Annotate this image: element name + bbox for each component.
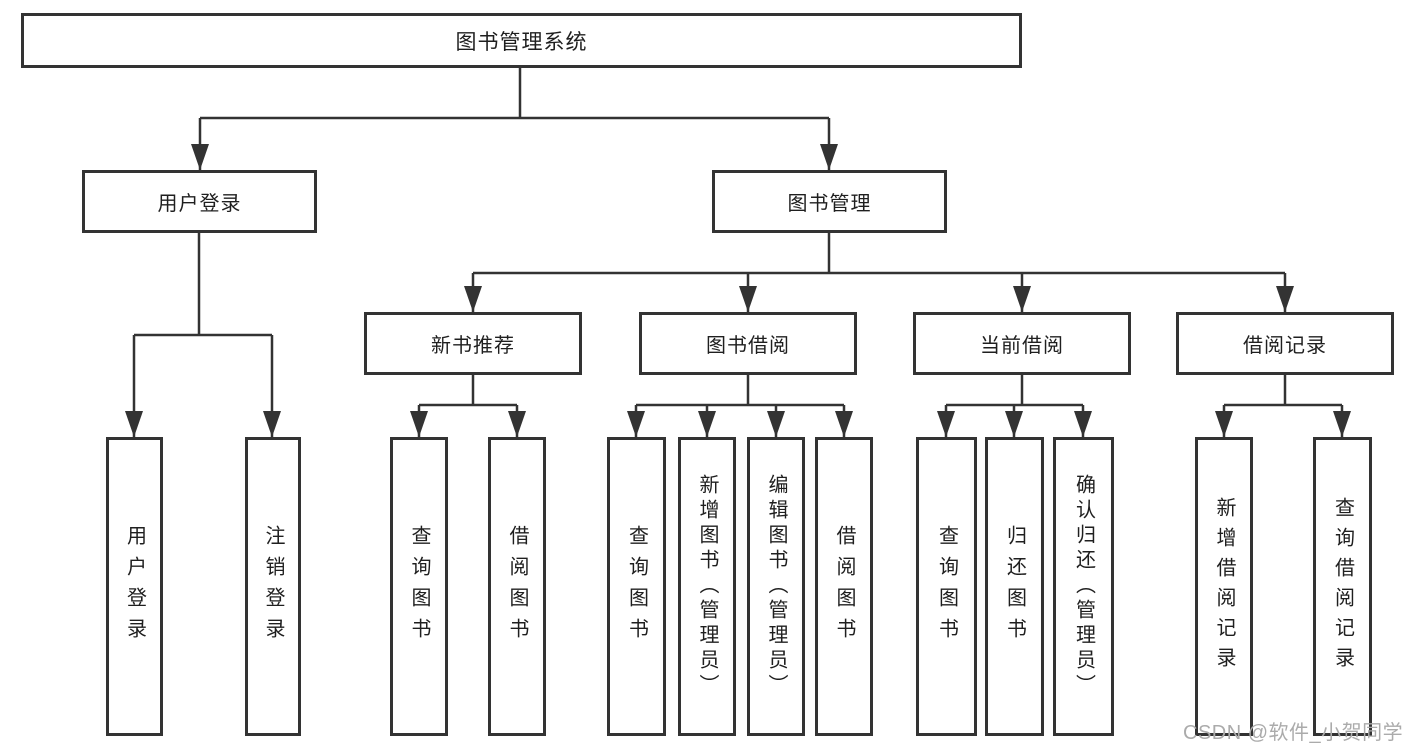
node-add-books-admin: 新增图书（管理员） [678,437,736,736]
node-confirm-return-admin: 确认归还（管理员） [1053,437,1114,736]
node-user-login-action: 用户登录 [106,437,163,736]
node-label: 借阅记录 [1243,335,1327,357]
node-label: 新增图书（管理员） [696,474,718,699]
node-label: 当前借阅 [980,335,1064,357]
node-label: 借阅图书 [833,524,855,649]
node-search-books: 查询图书 [390,437,448,736]
node-borrow-books: 借阅图书 [815,437,873,736]
node-label: 图书借阅 [706,335,790,357]
node-book-management: 图书管理 [712,170,947,233]
node-label: 查询借阅记录 [1331,496,1354,677]
node-label: 查询图书 [625,524,648,649]
node-label: 新书推荐 [431,335,515,357]
node-label: 确认归还（管理员） [1072,474,1095,699]
node-search-books: 查询图书 [607,437,666,736]
node-return-books: 归还图书 [985,437,1044,736]
node-label: 归还图书 [1003,524,1026,649]
node-new-book-recommendation: 新书推荐 [364,312,582,375]
node-search-books: 查询图书 [916,437,977,736]
node-label: 注销登录 [262,524,284,649]
node-label: 用户登录 [123,524,146,649]
node-add-borrow-record: 新增借阅记录 [1195,437,1253,736]
node-book-borrowing: 图书借阅 [639,312,857,375]
node-current-borrowing: 当前借阅 [913,312,1131,375]
node-label: 图书管理 [787,193,872,215]
node-user-login: 用户登录 [82,170,317,233]
node-label: 借阅图书 [506,524,528,649]
node-label: 编辑图书（管理员） [765,474,787,699]
node-edit-books-admin: 编辑图书（管理员） [747,437,805,736]
node-label: 图书管理系统 [455,30,588,54]
csdn-watermark: CSDN @软件_小贺同学 [1183,722,1404,744]
node-label: 新增借阅记录 [1213,496,1235,677]
connector-paths [132,68,1344,437]
node-search-borrow-record: 查询借阅记录 [1313,437,1372,736]
node-label: 查询图书 [408,524,430,649]
node-label: 用户登录 [157,193,242,215]
node-logout-action: 注销登录 [245,437,301,736]
node-library-management-system: 图书管理系统 [21,13,1022,68]
node-borrow-books: 借阅图书 [488,437,546,736]
node-borrowing-records: 借阅记录 [1176,312,1394,375]
arrowheads [125,144,1351,437]
node-label: 查询图书 [935,524,958,649]
